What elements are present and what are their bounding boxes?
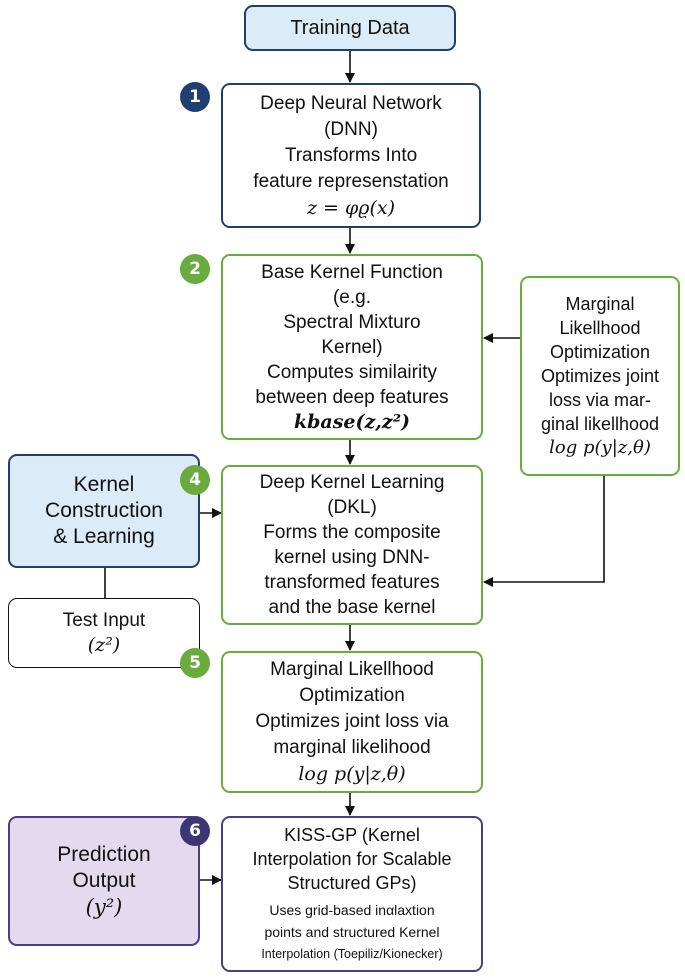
kiss-gp-desc-1: Uses grid-based inαlaxtion xyxy=(269,902,435,918)
marginal-main-title-2: Optimization xyxy=(299,685,405,706)
kiss-gp-title-1: KISS-GP (Kernel xyxy=(284,825,420,845)
base-kernel-example-1: Spectral Mixturo xyxy=(283,311,421,333)
marginal-main-desc-1: Optimizes joint loss via xyxy=(255,711,449,732)
marginal-main-desc-2: marginal likelihood xyxy=(273,737,431,758)
test-input-label: Test Input xyxy=(62,610,146,631)
dkl-title: Deep Kernel Learning xyxy=(259,472,445,493)
step-badge-4: 4 xyxy=(180,465,210,495)
base-kernel-desc-2: between deep features xyxy=(255,386,449,408)
dkl-desc-2: kernel using DNN- xyxy=(274,547,430,568)
kernel-construction-box: Kernel Construction & Learning xyxy=(8,454,200,568)
step-badge-5: 5 xyxy=(180,648,210,678)
dkl-desc-1: Forms the composite xyxy=(263,522,441,543)
dkl-desc-4: and the base kernel xyxy=(268,597,436,618)
marginal-side-title-1: Marginal xyxy=(565,294,635,314)
dnn-desc-1: Transforms Into xyxy=(284,144,418,166)
marginal-side-box: Marginal Likellhood Optimization Optimiz… xyxy=(520,276,680,476)
dnn-title: Deep Neural Network xyxy=(260,92,442,114)
step-badge-2: 2 xyxy=(180,254,210,284)
prediction-output-line-1: Prediction xyxy=(57,843,151,866)
base-kernel-title: Base Kernel Function xyxy=(261,261,443,283)
step-badge-6: 6 xyxy=(180,816,210,846)
prediction-output-formula: (y²) xyxy=(85,895,123,919)
marginal-side-title-3: Optimization xyxy=(549,342,651,362)
dnn-formula: z = φϱ(x) xyxy=(306,196,396,219)
kernel-construction-line-3: & Learning xyxy=(53,525,155,548)
marginal-side-desc-3: ginal likellhood xyxy=(540,414,660,434)
marginal-side-formula: log p(y|z,θ) xyxy=(549,437,651,458)
base-kernel-example-2: Kernel) xyxy=(321,336,383,358)
test-input-box: Test Input (z²) xyxy=(8,598,200,668)
test-input-formula: (z²) xyxy=(87,634,121,656)
dkl-box: Deep Kernel Learning (DKL) Forms the com… xyxy=(221,465,483,625)
dkl-abbrev: (DKL) xyxy=(327,497,377,518)
kernel-construction-line-2: Construction xyxy=(45,499,163,522)
marginal-main-formula: log p(y|z,θ) xyxy=(298,763,406,785)
dnn-box: Deep Neural Network (DNN) Transforms Int… xyxy=(221,83,481,228)
marginal-main-title-1: Marginal Likellhood xyxy=(270,659,434,680)
base-kernel-box: Base Kernel Function (e.g. Spectral Mixt… xyxy=(221,254,483,440)
base-kernel-eg: (e.g. xyxy=(332,286,372,308)
dkl-desc-3: transformed features xyxy=(264,572,440,593)
training-data-box: Training Data xyxy=(244,5,456,51)
kiss-gp-title-3: Structured GPs) xyxy=(287,873,417,893)
prediction-output-line-2: Output xyxy=(72,869,136,892)
base-kernel-desc-1: Computes similairity xyxy=(267,361,437,383)
arrow-marginal-side-to-dkl xyxy=(483,476,605,587)
kiss-gp-title-2: Interpolation for Scalable xyxy=(252,849,452,869)
dnn-desc-2: feature represenstation xyxy=(253,170,449,192)
dnn-abbrev: (DNN) xyxy=(324,118,378,140)
training-data-label: Training Data xyxy=(290,16,410,39)
marginal-main-box: Marginal Likellhood Optimization Optimiz… xyxy=(221,651,483,793)
prediction-output-box: Prediction Output (y²) xyxy=(8,816,200,946)
kiss-gp-box: KISS-GP (Kernel Interpolation for Scalab… xyxy=(221,816,483,972)
kiss-gp-desc-3: Interpolation (Toepiliz/Kionecker) xyxy=(261,947,443,961)
kernel-construction-line-1: Kernel xyxy=(73,473,135,496)
marginal-side-desc-1: Optimizes joint xyxy=(540,366,660,386)
base-kernel-formula: kbase(z,z²) xyxy=(293,410,411,433)
marginal-side-title-2: Likellhood xyxy=(559,318,641,338)
marginal-side-desc-2: loss via mar- xyxy=(548,390,651,410)
step-badge-1: 1 xyxy=(180,82,210,112)
kiss-gp-desc-2: points and structured Kernel xyxy=(264,924,440,940)
